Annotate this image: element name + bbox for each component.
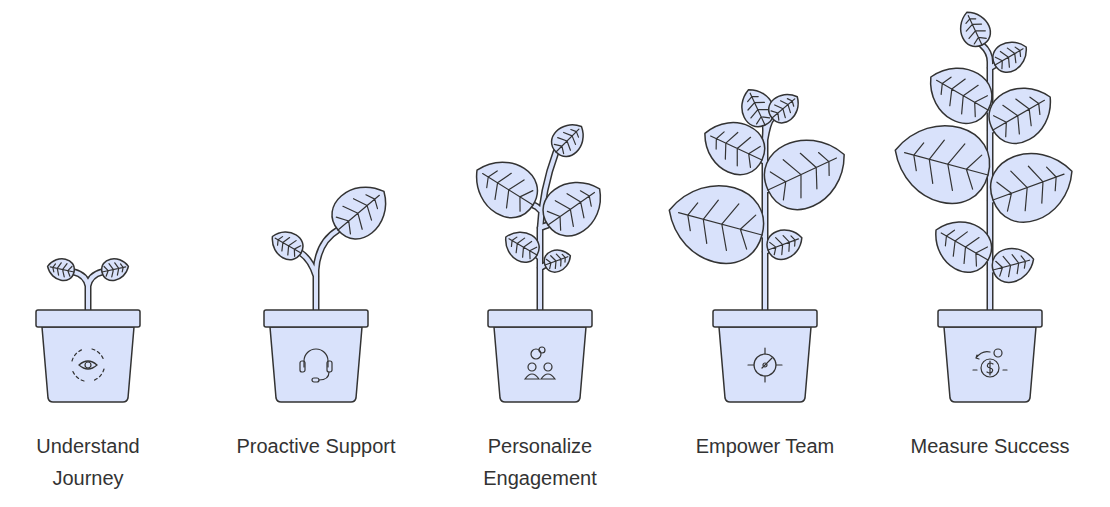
stage-label: Empower Team bbox=[660, 430, 870, 462]
stage-label: Personalize Engagement bbox=[455, 430, 625, 494]
stage-label: Understand Journey bbox=[23, 430, 153, 494]
stage-label: Proactive Support bbox=[201, 430, 431, 462]
stage-label: Measure Success bbox=[890, 430, 1090, 462]
